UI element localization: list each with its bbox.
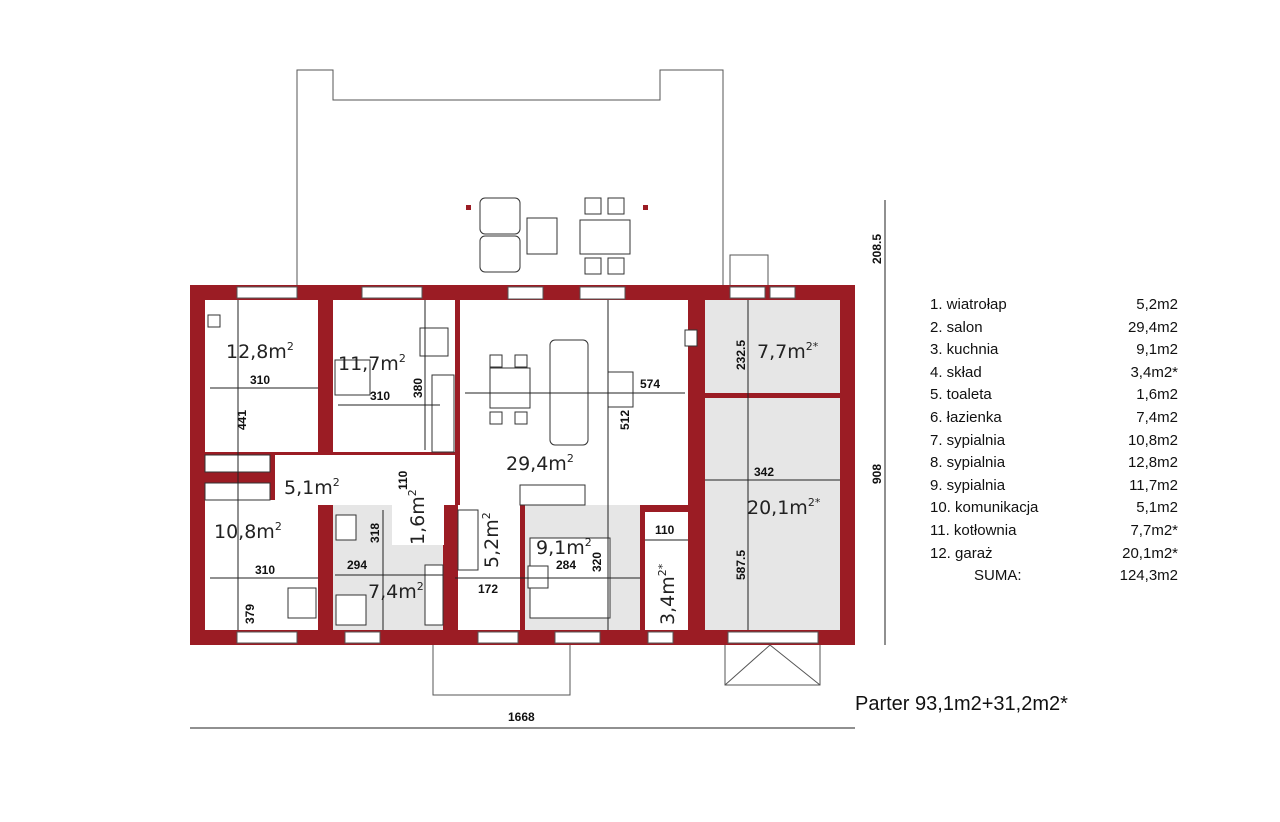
dim-110: 110 xyxy=(655,523,675,537)
area-label-bathroom: 7,4m2 xyxy=(368,580,424,603)
area-label-bedroom-8: 12,8m2 xyxy=(226,340,294,363)
legend-name: 11. kotłownia xyxy=(930,521,1017,539)
legend-item: 7. sypialnia 10,8m2 xyxy=(930,430,1178,453)
dim-320: 320 xyxy=(590,552,604,572)
area-label-toilet: 1,6m2 xyxy=(406,489,429,545)
legend-item: 6. łazienka 7,4m2 xyxy=(930,407,1178,430)
floor-title: Parter 93,1m2+31,2m2* xyxy=(855,693,1068,715)
legend-area: 1,6m2 xyxy=(1136,386,1178,404)
dim-110: 110 xyxy=(396,470,410,490)
dim-512: 512 xyxy=(618,410,632,430)
dim-310: 310 xyxy=(250,373,270,387)
legend-sum-area: 124,3m2 xyxy=(1119,567,1178,585)
legend-area: 7,7m2* xyxy=(1130,521,1178,539)
dim-441: 441 xyxy=(235,410,249,430)
legend-item: 5. toaleta 1,6m2 xyxy=(930,384,1178,407)
legend-name: 3. kuchnia xyxy=(930,341,999,359)
legend-sum: SUMA: 124,3m2 xyxy=(930,565,1178,588)
legend-area: 12,8m2 xyxy=(1127,454,1178,472)
terrace-outline xyxy=(296,69,724,285)
room-bedroom-8 xyxy=(205,300,318,452)
legend-area: 3,4m2* xyxy=(1130,363,1178,381)
area-label-vestibule: 5,2m2 xyxy=(480,512,503,568)
legend-item: 11. kotłownia 7,7m2* xyxy=(930,520,1178,543)
legend-name: 5. toaleta xyxy=(930,386,992,404)
area-label-boiler-room: 7,7m2* xyxy=(757,340,819,363)
legend-item: 3. kuchnia 9,1m2 xyxy=(930,339,1178,362)
legend-item: 10. komunikacja 5,1m2 xyxy=(930,497,1178,520)
area-label-bedroom-7: 10,8m2 xyxy=(214,520,282,543)
dim-908: 908 xyxy=(870,464,884,484)
dimension-labels: 310 310 380 441 574 512 110 318 294 310 … xyxy=(235,234,884,724)
dim-574: 574 xyxy=(640,377,660,391)
dim-310: 310 xyxy=(255,563,275,577)
dim-1668: 1668 xyxy=(508,710,535,724)
legend-area: 5,1m2 xyxy=(1136,499,1178,517)
area-label-kitchen: 9,1m2 xyxy=(536,536,592,559)
dim-208-5: 208.5 xyxy=(870,234,884,264)
terrace-furniture xyxy=(466,197,648,275)
room-toilet xyxy=(392,470,444,545)
dim-310: 310 xyxy=(370,389,390,403)
legend-sum-label: SUMA: xyxy=(974,567,1022,585)
legend-area: 20,1m2* xyxy=(1122,544,1178,562)
legend-area: 29,4m2 xyxy=(1127,318,1178,336)
dim-342: 342 xyxy=(754,465,774,479)
dimension-lines xyxy=(190,200,886,729)
dim-284: 284 xyxy=(556,558,576,572)
legend-area: 11,7m2 xyxy=(1129,476,1178,494)
legend-name: 6. łazienka xyxy=(930,408,1002,426)
legend-item: 12. garaż 20,1m2* xyxy=(930,543,1178,566)
legend-name: 9. sypialnia xyxy=(930,476,1006,494)
dim-380: 380 xyxy=(411,378,425,398)
legend-name: 1. wiatrołap xyxy=(930,296,1007,313)
dim-294: 294 xyxy=(347,558,367,572)
area-label-bedroom-9: 11,7m2 xyxy=(338,352,406,375)
dim-587-5: 587.5 xyxy=(734,550,748,580)
legend-item: 8. sypialnia 12,8m2 xyxy=(930,452,1178,475)
legend-name: 4. skład xyxy=(930,363,982,381)
legend-item: 4. skład 3,4m2* xyxy=(930,362,1178,385)
legend-item: 1. wiatrołap 5,2m2 xyxy=(930,294,1178,317)
legend-area: 7,4m2 xyxy=(1136,408,1178,426)
room-garage xyxy=(705,398,840,630)
windows xyxy=(236,286,819,644)
legend-name: 2. salon xyxy=(930,318,983,336)
legend-area: 10,8m2 xyxy=(1127,431,1178,449)
dim-379: 379 xyxy=(243,604,257,624)
legend-name: 12. garaż xyxy=(930,544,993,562)
dim-172: 172 xyxy=(478,582,498,596)
area-label-storage: 3,4m2* xyxy=(656,563,679,625)
room-storage xyxy=(645,512,688,630)
legend-area: 9,1m2 xyxy=(1136,341,1178,359)
legend-area: 5,2m2 xyxy=(1136,296,1178,313)
dim-232-5: 232.5 xyxy=(734,340,748,370)
room-legend: 1. wiatrołap 5,2m2 2. salon 29,4m2 3. kuch… xyxy=(930,294,1178,588)
legend-item: 9. sypialnia 11,7m2 xyxy=(930,475,1178,498)
legend-name: 7. sypialnia xyxy=(930,431,1006,449)
legend-name: 10. komunikacja xyxy=(930,499,1039,517)
area-label-corridor: 5,1m2 xyxy=(284,476,340,499)
room-boiler xyxy=(705,300,840,393)
dim-318: 318 xyxy=(368,523,382,543)
area-label-garage: 20,1m2* xyxy=(747,496,821,519)
area-label-salon: 29,4m2 xyxy=(506,452,574,475)
legend-name: 8. sypialnia xyxy=(930,454,1006,472)
room-labels: 12,8m2 11,7m2 29,4m2 5,1m2 10,8m2 7,4m2 … xyxy=(214,340,821,625)
legend-item: 2. salon 29,4m2 xyxy=(930,317,1178,340)
